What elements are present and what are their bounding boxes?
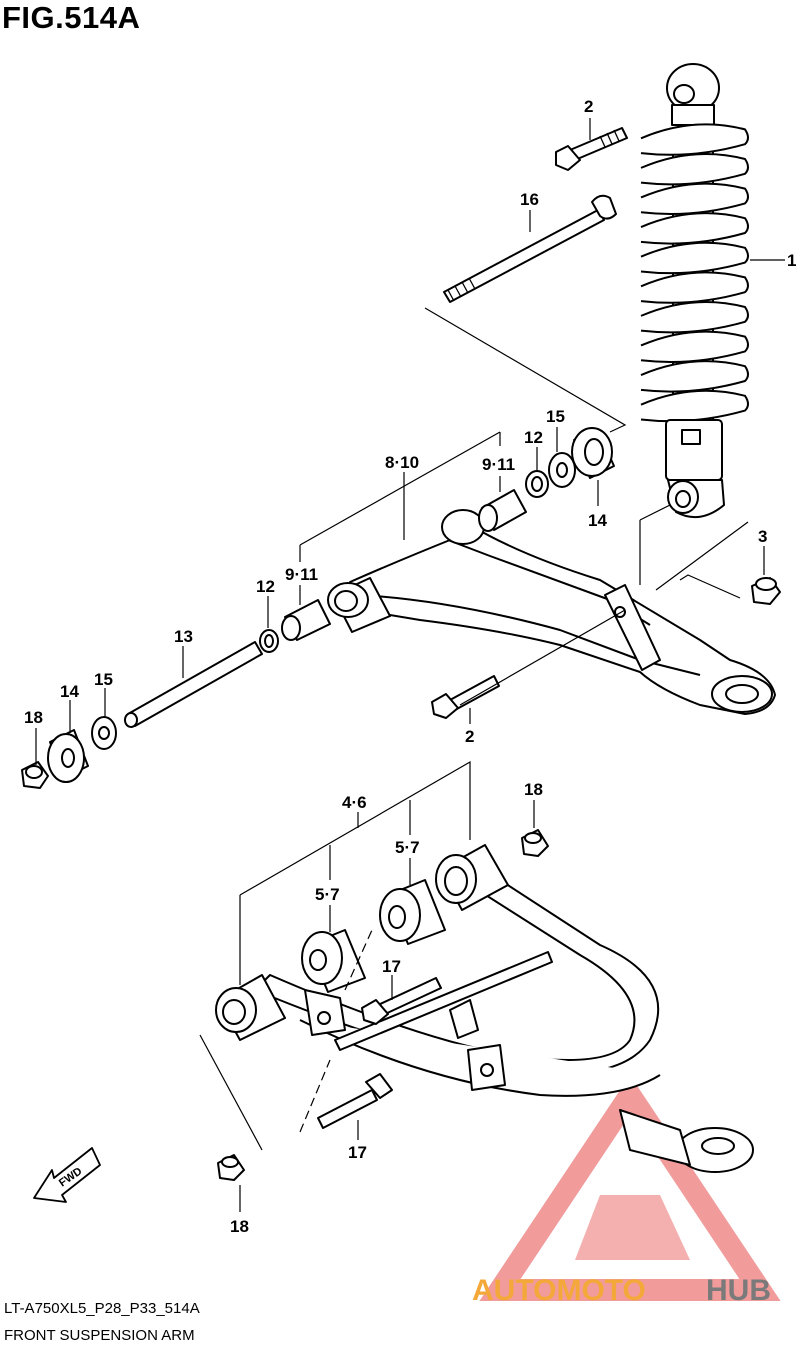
callout-15-left: 15 xyxy=(94,670,113,689)
figure-title: FIG.514A xyxy=(2,0,141,35)
shock-absorber xyxy=(640,63,749,519)
callout-18-left: 18 xyxy=(24,708,43,727)
watermark-automoto: AUTOMOTO xyxy=(472,1274,646,1307)
lower-bushings xyxy=(301,879,446,993)
spring-coil xyxy=(640,123,749,156)
diagram-name: FRONT SUSPENSION ARM xyxy=(4,1327,195,1344)
leader-lines xyxy=(35,118,785,1212)
watermark-text: AUTOMOTO HUB xyxy=(472,1274,771,1307)
callout-14-top: 14 xyxy=(588,511,607,530)
callout-3: 3 xyxy=(758,527,767,546)
alignment-lines xyxy=(199,307,749,1151)
watermark-hub: HUB xyxy=(706,1274,771,1307)
long-bolt xyxy=(443,194,617,303)
upper-bushings xyxy=(478,427,615,532)
callout-13: 13 xyxy=(174,627,193,646)
diagram-code: LT-A750XL5_P28_P33_514A xyxy=(4,1300,200,1317)
callout-17-mid: 17 xyxy=(382,957,401,976)
spring-coil xyxy=(640,389,749,423)
nut-18-right xyxy=(521,829,549,857)
callouts: 1 2 2 3 8·10 9·11 9·11 12 12 13 14 14 15… xyxy=(24,97,796,1236)
callout-4-6: 4·6 xyxy=(342,793,367,812)
callout-2-top: 2 xyxy=(584,97,593,116)
callout-18-right: 18 xyxy=(524,780,543,799)
callout-18-bottom: 18 xyxy=(230,1217,249,1236)
spring-coil xyxy=(640,360,749,393)
fwd-arrow: FWD xyxy=(33,1147,101,1203)
callout-1: 1 xyxy=(787,251,796,270)
callout-14-left: 14 xyxy=(60,682,79,701)
callout-5-7-right: 5·7 xyxy=(395,838,420,857)
upper-bushings-left xyxy=(21,599,331,789)
spring-coil xyxy=(640,212,749,245)
callout-12-top: 12 xyxy=(524,428,543,447)
nut-18-bottom xyxy=(217,1154,245,1181)
callout-12-left: 12 xyxy=(256,577,275,596)
callout-17-bottom: 17 xyxy=(348,1143,367,1162)
callout-5-7-left: 5·7 xyxy=(315,885,340,904)
spring-coil xyxy=(640,152,749,186)
lower-arm xyxy=(215,844,754,1173)
callout-8-10: 8·10 xyxy=(385,453,419,472)
bolt-top xyxy=(555,127,628,171)
spring-coil xyxy=(640,182,749,215)
bolt-bottom xyxy=(431,675,500,719)
spring-coil xyxy=(640,241,749,275)
callout-15-top: 15 xyxy=(546,407,565,426)
watermark-logo xyxy=(479,1075,781,1301)
spring-coil xyxy=(640,330,749,363)
spring-coil xyxy=(640,271,749,304)
bolt-17-bottom xyxy=(317,1073,393,1129)
callout-16: 16 xyxy=(520,190,539,209)
nut-3 xyxy=(751,577,781,605)
callout-9-11-left: 9·11 xyxy=(285,565,318,584)
callout-9-11-top: 9·11 xyxy=(482,455,515,474)
spring-coil xyxy=(640,300,749,334)
bolt-17-mid xyxy=(361,977,442,1025)
callout-2-bottom: 2 xyxy=(465,727,474,746)
upper-arm xyxy=(327,509,776,715)
